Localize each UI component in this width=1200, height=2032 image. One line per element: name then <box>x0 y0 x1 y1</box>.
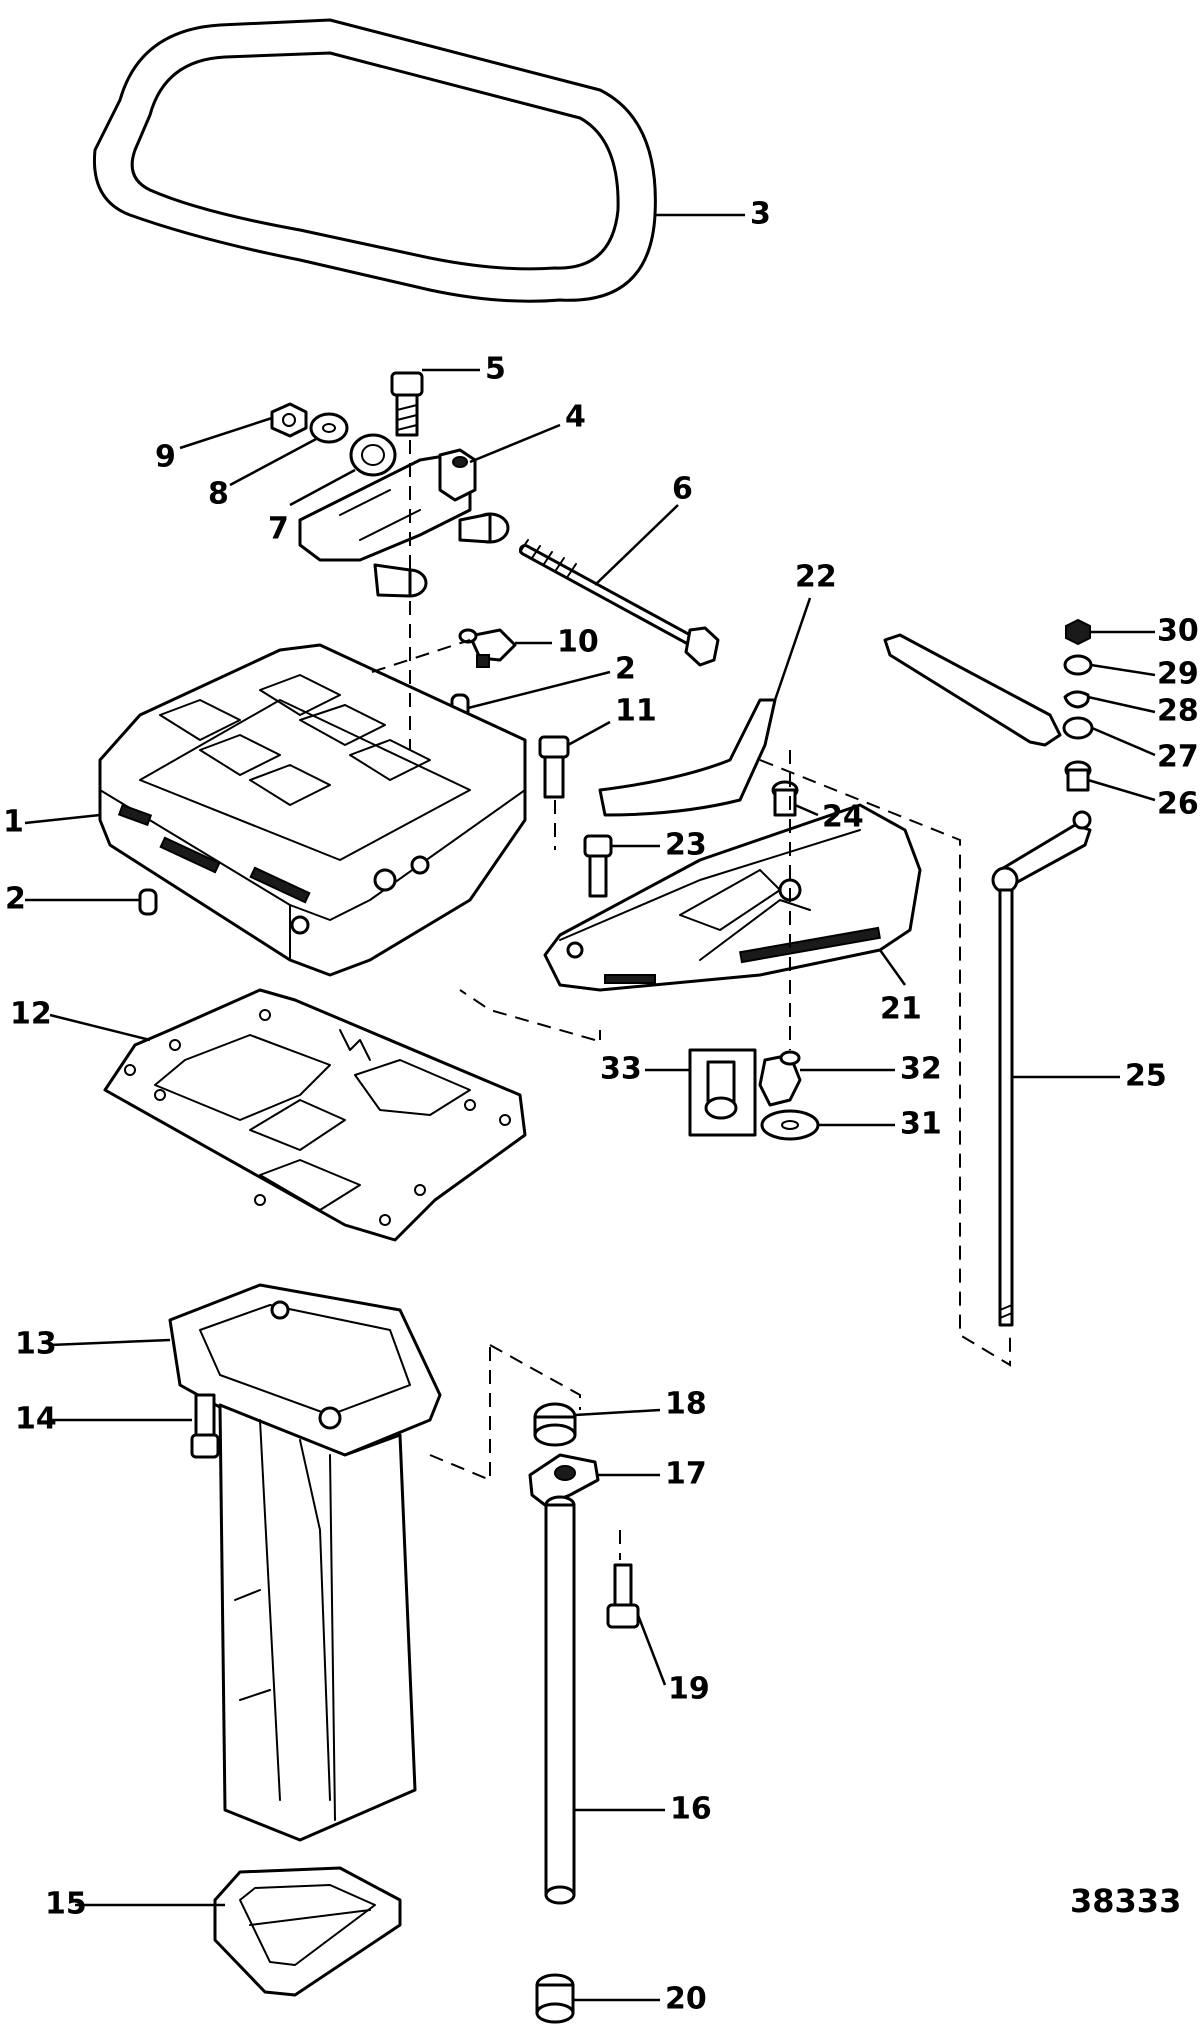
part-18-nut <box>533 1402 577 1447</box>
part-19-bolt <box>606 1563 640 1629</box>
part-16-tube <box>544 1495 576 1905</box>
alignment-lines <box>371 440 1011 1560</box>
part-22-spacer <box>598 698 777 817</box>
callout-22: 22 <box>795 560 837 595</box>
callout-labels: 3 5 4 6 9 8 7 10 2 11 22 1 2 12 23 24 21… <box>3 197 1199 2017</box>
callout-16: 16 <box>670 1792 712 1827</box>
callout-5: 5 <box>485 352 506 387</box>
callout-4: 4 <box>565 400 586 435</box>
diagram-reference-number: 38333 <box>1070 1882 1181 1920</box>
part-33-screw <box>688 1048 757 1137</box>
callout-29: 29 <box>1157 657 1199 692</box>
callout-19: 19 <box>668 1672 710 1707</box>
part-15-seal <box>213 1866 402 1997</box>
callout-10: 10 <box>557 625 599 660</box>
part-12-gasket <box>103 988 527 1242</box>
callout-17: 17 <box>665 1457 707 1492</box>
callout-2-upper: 2 <box>615 652 636 687</box>
callout-14: 14 <box>15 1402 57 1437</box>
part-31-roller <box>760 1109 820 1141</box>
callout-6: 6 <box>672 472 693 507</box>
callout-23: 23 <box>665 828 707 863</box>
part-3-seal-ring <box>92 18 657 303</box>
part-25-link-rod <box>991 810 1092 1327</box>
callout-9: 9 <box>155 440 176 475</box>
part-26-stud <box>1064 760 1092 792</box>
callout-32: 32 <box>900 1052 942 1087</box>
callout-24: 24 <box>822 800 864 835</box>
callout-21: 21 <box>880 992 922 1027</box>
callout-13: 13 <box>15 1327 57 1362</box>
part-2-dowel-pin-lower <box>138 888 158 916</box>
part-11-bolt <box>538 735 570 799</box>
part-9-nut <box>270 402 308 438</box>
part-8-washer <box>309 412 349 444</box>
part-13-exhaust-tube <box>168 1283 442 1842</box>
part-1-adaptor-plate <box>98 643 527 977</box>
callout-20: 20 <box>665 1982 707 2017</box>
callout-15: 15 <box>45 1887 87 1922</box>
part-24-bushing <box>771 780 799 817</box>
callout-1: 1 <box>3 805 24 840</box>
callout-18: 18 <box>665 1387 707 1422</box>
part-29-washer <box>1063 654 1093 676</box>
part-23-bolt <box>583 834 613 898</box>
part-4-bracket <box>298 448 510 598</box>
part-20-grommet <box>535 1973 575 2024</box>
part-7-seal <box>349 433 397 477</box>
callout-31: 31 <box>900 1107 942 1142</box>
part-17-bracket <box>528 1453 600 1507</box>
part-21-cam <box>543 803 922 992</box>
callout-27: 27 <box>1157 740 1199 775</box>
callout-11: 11 <box>615 694 657 729</box>
part-28-clip <box>1063 690 1090 709</box>
part-14-bolt <box>190 1393 220 1459</box>
part-30-nut <box>1065 618 1091 646</box>
part-6-long-bolt <box>519 539 720 667</box>
callout-30: 30 <box>1157 614 1199 649</box>
callout-28: 28 <box>1157 694 1199 729</box>
callout-8: 8 <box>208 477 229 512</box>
callout-7: 7 <box>268 512 289 547</box>
callout-33: 33 <box>600 1052 642 1087</box>
callout-12: 12 <box>10 997 52 1032</box>
callout-3: 3 <box>750 197 771 232</box>
part-27-lever <box>883 633 1094 747</box>
part-32-follower <box>758 1050 802 1107</box>
part-5-bolt <box>390 371 424 437</box>
leader-lines <box>24 213 1156 2002</box>
callout-2-lower: 2 <box>5 882 26 917</box>
part-10-fitting <box>458 628 517 668</box>
callout-25: 25 <box>1125 1059 1167 1094</box>
callout-26: 26 <box>1157 787 1199 822</box>
